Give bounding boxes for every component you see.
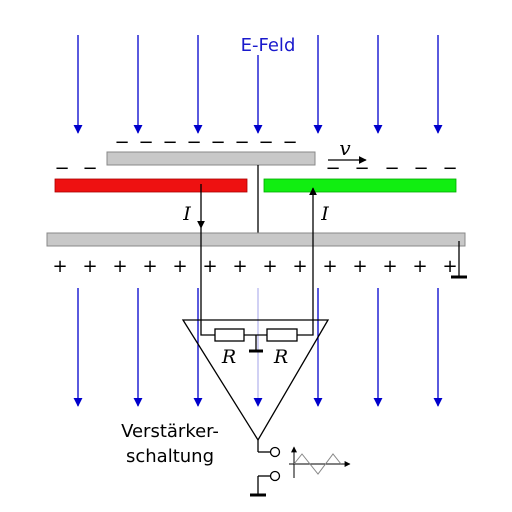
- plus-sign: +: [442, 256, 457, 277]
- output-terminal-bottom: [269, 470, 281, 482]
- minus-sign: −: [384, 158, 399, 179]
- resistor-label-left: R: [221, 346, 236, 368]
- minus-sign: −: [210, 132, 225, 153]
- counter-plate: [46, 232, 466, 247]
- minus-sign: −: [354, 158, 369, 179]
- minus-sign: −: [162, 132, 177, 153]
- plus-sign: +: [52, 256, 67, 277]
- plus-sign: +: [142, 256, 157, 277]
- plus-sign: +: [172, 256, 187, 277]
- minus-sign: −: [234, 132, 249, 153]
- plus-sign: +: [262, 256, 277, 277]
- output-terminal-top: [269, 446, 281, 458]
- minus-sign: −: [54, 158, 69, 179]
- rotor-plate: [106, 151, 316, 166]
- plus-sign: +: [82, 256, 97, 277]
- minus-sign: −: [258, 132, 273, 153]
- output-waveform-plot: [289, 446, 351, 478]
- amplifier-label-line1: Verstärker-: [121, 421, 219, 442]
- resistor-right: [266, 328, 298, 342]
- upper-field-arrows: [73, 35, 443, 134]
- minus-sign: −: [442, 158, 457, 179]
- plus-sign: +: [202, 256, 217, 277]
- electrode-red: [54, 178, 248, 193]
- minus-sign: −: [186, 132, 201, 153]
- minus-sign: −: [138, 132, 153, 153]
- velocity-label: v: [339, 136, 351, 160]
- plus-sign: +: [412, 256, 427, 277]
- counter-plate-charge-signs: + + + + + + + + + + + + + +: [52, 256, 457, 277]
- rotor-charge-signs: − − − − − − − −: [114, 132, 297, 153]
- ground-symbol-resistors: [249, 335, 263, 353]
- waveform-triangle: [293, 453, 342, 475]
- field-label: E-Feld: [241, 35, 296, 56]
- minus-sign: −: [413, 158, 428, 179]
- amplifier-triangle: [181, 319, 330, 442]
- ground-symbol-plate: [451, 241, 467, 279]
- left-electrode-charge-signs: − −: [54, 158, 97, 179]
- current-label-right: I: [320, 203, 329, 225]
- plus-sign: +: [352, 256, 367, 277]
- minus-sign: −: [82, 158, 97, 179]
- resistor-left: [214, 328, 245, 342]
- plus-sign: +: [292, 256, 307, 277]
- minus-sign: −: [114, 132, 129, 153]
- circuit-wires: [200, 228, 314, 494]
- plus-sign: +: [232, 256, 247, 277]
- amplifier-label-line2: schaltung: [126, 446, 214, 467]
- current-label-left: I: [182, 203, 191, 225]
- lower-field-arrows: [73, 288, 443, 407]
- minus-sign: −: [282, 132, 297, 153]
- right-electrode-charge-signs: − − − − −: [325, 158, 457, 179]
- minus-sign: −: [325, 158, 340, 179]
- electrode-green: [263, 178, 457, 193]
- plus-sign: +: [382, 256, 397, 277]
- plus-sign: +: [112, 256, 127, 277]
- resistor-label-right: R: [273, 346, 288, 368]
- plus-sign: +: [322, 256, 337, 277]
